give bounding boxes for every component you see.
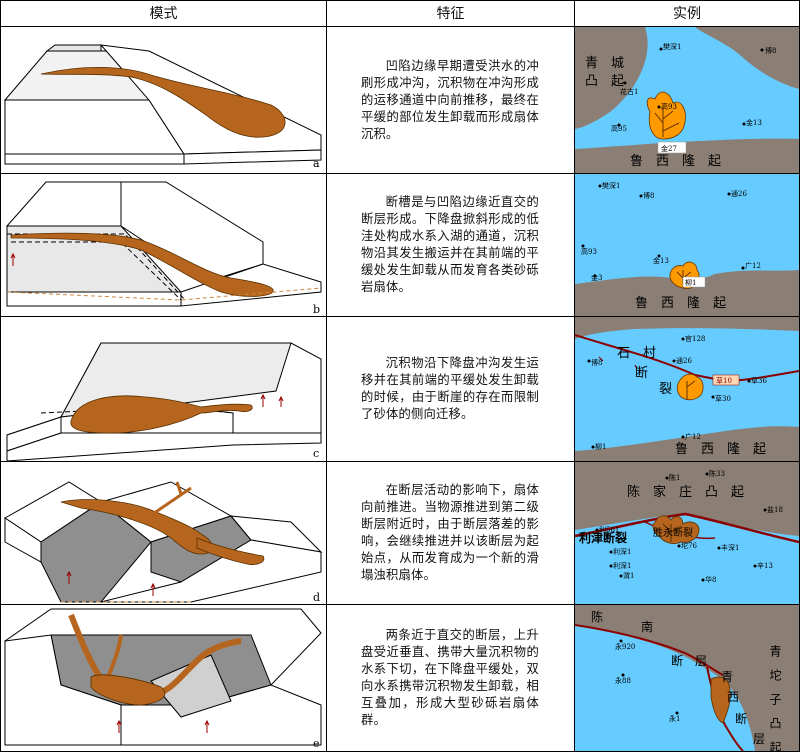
- model-letter-d: d: [313, 591, 320, 604]
- well-label: 樊深1: [602, 181, 620, 190]
- header-example: 实例: [575, 0, 799, 26]
- header-feature: 特征: [327, 0, 574, 26]
- model-diagram-a: a: [1, 27, 325, 173]
- well-label: 通26: [731, 189, 747, 198]
- example-map-c: 石 村 断 裂 鲁 西 隆 起 官128 博8 通26 草10 草36 草30 …: [575, 317, 799, 461]
- map-label-lie: 裂: [659, 382, 672, 397]
- map-label-luxi: 鲁 西 隆 起: [675, 442, 766, 457]
- well-label: 永88: [615, 676, 631, 685]
- well-label: 博8: [765, 46, 776, 55]
- well-label: 渭1: [623, 571, 634, 580]
- well-label: 华8: [705, 575, 716, 584]
- well-label: 高95: [611, 124, 627, 133]
- map-label-luxi: 鲁 西 隆 起: [630, 154, 721, 169]
- well-label: 利深1: [613, 561, 631, 570]
- feature-text-a: 凹陷边缘早期遭受洪水的冲刷形成冲沟，沉积物在冲沟形成的运移通道中向前推移，最终在…: [361, 58, 539, 143]
- example-map-d: 陈 家 庄 凸 起 利津断裂 胜永断裂 陈1 陈33 盐18 利561 利深1 …: [575, 462, 799, 604]
- feature-cell-b: 断槽是与凹陷边缘近直交的断层形成。下降盘掀斜形成的低洼处构成水系入湖的通道，沉积…: [327, 174, 573, 316]
- well-label: 利深1: [613, 547, 631, 556]
- example-map-b: 鲁 西 隆 起 樊深1 博8 通26 高93 金13 柳1 金3 广12: [575, 174, 799, 316]
- model-letter-c: c: [313, 447, 319, 460]
- well-label: 草30: [715, 394, 731, 403]
- well-label: 永920: [615, 642, 635, 651]
- map-label-qingcheng: 青 城: [585, 56, 624, 71]
- feature-cell-e: 两条近于直交的断层，上升盘受近垂直、携带大量沉积物的水系下切，在下降盘平缓处，双…: [327, 605, 573, 751]
- feature-text-d: 在断层活动的影响下，扇体向前推进。当物源推进到第二级断层附近时，由于断层落差的影…: [361, 482, 539, 584]
- map-label-chenjiazhuang: 陈 家 庄 凸 起: [627, 484, 744, 500]
- model-diagram-e: e: [1, 605, 325, 751]
- well-label: 辛13: [757, 561, 773, 570]
- well-label: 广12: [745, 261, 761, 270]
- map-label-ceng2: 层: [753, 732, 765, 746]
- map-label-tuqi: 凸 起: [585, 74, 624, 89]
- map-label-luxi: 鲁 西 隆 起: [635, 296, 726, 311]
- map-label-xi: 西: [727, 690, 739, 704]
- model-letter-a: a: [313, 157, 320, 170]
- well-label: 金13: [653, 256, 669, 265]
- model-diagram-b: b: [1, 174, 325, 316]
- map-label-shengyong-fault: 胜永断裂: [653, 526, 693, 539]
- well-label: 丰深1: [721, 543, 739, 552]
- well-label: 柳1: [685, 278, 696, 287]
- well-label: 樊深1: [663, 42, 681, 51]
- table-row-a: a 凹陷边缘早期遭受洪水的冲刷形成冲沟，沉积物在冲沟形成的运移通道中向前推移，最…: [0, 27, 800, 173]
- well-label: 广12: [685, 432, 701, 441]
- map-label-ceng1: 层: [695, 654, 707, 668]
- model-letter-b: b: [313, 303, 320, 316]
- map-label-qing: 青: [721, 670, 733, 684]
- example-map-a: 青 城 凸 起 鲁 西 隆 起 樊深1 博8 花古1 高93 高95 金27 金…: [575, 27, 799, 173]
- well-label: 通26: [676, 356, 692, 365]
- well-label: 盐18: [767, 505, 783, 514]
- feature-text-b: 断槽是与凹陷边缘近直交的断层形成。下降盘掀斜形成的低洼处构成水系入湖的通道，沉积…: [361, 194, 539, 296]
- table-row-e: e 两条近于直交的断层，上升盘受近垂直、携带大量沉积物的水系下切，在下降盘平缓处…: [0, 605, 800, 751]
- map-label-chen: 陈: [591, 609, 603, 624]
- well-label: 高93: [581, 247, 597, 256]
- map-label-nan: 南: [641, 619, 653, 634]
- well-label: 陈1: [669, 473, 680, 482]
- model-diagram-d: d: [1, 462, 325, 604]
- table-row-d: d 在断层活动的影响下，扇体向前推进。当物源推进到第二级断层附近时，由于断层落差…: [0, 462, 800, 604]
- well-label: 金3: [591, 273, 602, 282]
- map-label-shicun: 石 村: [617, 346, 656, 361]
- well-label: 花古1: [620, 87, 638, 96]
- well-label: 陈33: [709, 469, 725, 478]
- map-label-duan1: 断: [671, 653, 683, 668]
- map-label-qingtuozi: 青 坨 子 凸 起: [768, 645, 782, 751]
- well-label: 官128: [685, 334, 705, 343]
- feature-text-e: 两条近于直交的断层，上升盘受近垂直、携带大量沉积物的水系下切，在下降盘平缓处，双…: [361, 627, 539, 729]
- table-row-b: b 断槽是与凹陷边缘近直交的断层形成。下降盘掀斜形成的低洼处构成水系入湖的通道，…: [0, 174, 800, 316]
- map-label-duan2: 断: [735, 711, 747, 726]
- example-map-e: 陈 南 断 层 青 西 断 层 青 坨 子 凸 起 永920 永88 永1: [575, 605, 799, 751]
- feature-cell-c: 沉积物沿下降盘冲沟发生运移并在其前端的平缓处发生卸载的时候，由于断崖的存在而限制…: [327, 317, 573, 461]
- feature-cell-d: 在断层活动的影响下，扇体向前推进。当物源推进到第二级断层附近时，由于断层落差的影…: [327, 462, 573, 604]
- model-diagram-c: c: [1, 317, 325, 461]
- map-label-duan: 断: [635, 366, 648, 381]
- table-row-c: c 沉积物沿下降盘冲沟发生运移并在其前端的平缓处发生卸载的时候，由于断崖的存在而…: [0, 317, 800, 461]
- header-mode: 模式: [1, 0, 326, 26]
- well-label: 坨76: [681, 541, 697, 550]
- well-label: 永1: [669, 714, 680, 723]
- feature-cell-a: 凹陷边缘早期遭受洪水的冲刷形成冲沟，沉积物在冲沟形成的运移通道中向前推移，最终在…: [327, 27, 573, 173]
- well-label: 金13: [746, 118, 762, 127]
- well-label: 草36: [751, 376, 767, 385]
- well-label: 草10: [716, 376, 732, 385]
- model-letter-e: e: [313, 737, 320, 750]
- feature-text-c: 沉积物沿下降盘冲沟发生运移并在其前端的平缓处发生卸载的时候，由于断崖的存在而限制…: [361, 355, 539, 423]
- well-label: 金27: [661, 144, 677, 153]
- well-label: 利561: [599, 525, 619, 534]
- well-label: 柳1: [595, 442, 606, 451]
- well-label: 博8: [591, 358, 602, 367]
- well-label: 博8: [643, 191, 654, 200]
- well-label: 高93: [661, 102, 677, 111]
